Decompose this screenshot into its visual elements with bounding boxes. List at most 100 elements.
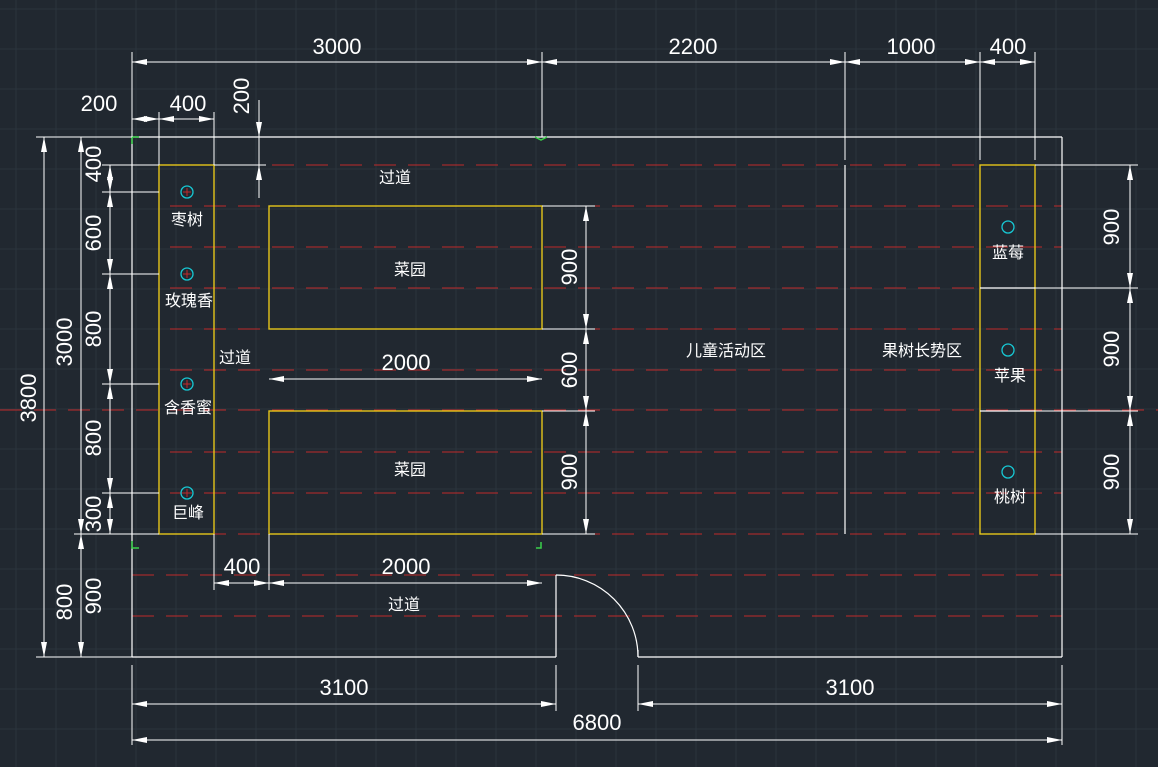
- dim-arrowhead: [269, 376, 284, 382]
- garden-label-2: 菜园: [394, 460, 426, 479]
- snap-marker: [536, 542, 542, 549]
- dim-arrowhead: [78, 137, 84, 152]
- dim-arrowhead: [256, 165, 262, 180]
- dim-arrowhead: [214, 580, 229, 586]
- dim-text: 400: [990, 34, 1027, 59]
- tree-label: 桃树: [994, 487, 1026, 506]
- dim-text: 400: [170, 91, 207, 116]
- dim-arrowhead: [965, 59, 980, 65]
- tree-label: 巨峰: [172, 503, 204, 522]
- tree-marker: [1001, 343, 1015, 357]
- tree-marker-crosses: [183, 188, 191, 497]
- dim-text: 800: [81, 420, 106, 457]
- dim-arrowhead: [1127, 519, 1133, 534]
- dim-arrowhead: [78, 642, 84, 657]
- dim-text: 300: [81, 496, 106, 533]
- passage-label-mid: 过道: [219, 348, 251, 367]
- dim-text: 900: [557, 454, 582, 491]
- dim-arrowhead: [107, 165, 113, 180]
- garden-label-1: 菜园: [394, 260, 426, 279]
- garden-bed-1: [268, 205, 543, 330]
- dim-arrowhead: [583, 206, 589, 221]
- dim-text: 900: [557, 249, 582, 286]
- dim-arrowhead: [1127, 273, 1133, 288]
- tree-marker-cross: [183, 489, 191, 497]
- area-labels: 过道 过道 过道 菜园 菜园 儿童活动区 果树长势区 枣树 玫瑰香 含香蜜 巨峰…: [164, 168, 1026, 614]
- dim-arrowhead: [78, 534, 84, 549]
- dim-arrowhead: [132, 737, 147, 743]
- tree-label: 苹果: [994, 366, 1026, 385]
- tree-marker-cross: [183, 380, 191, 388]
- snap-marker: [131, 541, 139, 549]
- tree-markers: [180, 185, 1015, 500]
- dim-arrowhead: [107, 259, 113, 274]
- dim-arrowhead: [159, 116, 174, 122]
- door-swing-arc: [555, 574, 639, 658]
- dim-arrowhead: [144, 116, 159, 122]
- dim-arrowhead: [107, 192, 113, 207]
- dim-arrowhead: [199, 116, 214, 122]
- dim-arrowhead: [542, 59, 557, 65]
- dim-arrowhead: [583, 329, 589, 344]
- dim-arrowhead: [583, 314, 589, 329]
- tree-label: 玫瑰香: [165, 291, 213, 310]
- tree-marker-cross: [183, 188, 191, 196]
- dim-text: 900: [81, 578, 106, 615]
- dim-text: 900: [1099, 209, 1124, 246]
- garden-bed-2: [268, 410, 543, 535]
- dim-text: 2000: [382, 554, 431, 579]
- dim-arrowhead: [107, 493, 113, 508]
- dim-text: 2200: [669, 34, 718, 59]
- dimension-texts: 3000 2200 1000 400 200 400 200 400 600 8…: [16, 34, 1124, 735]
- dim-arrowhead: [583, 411, 589, 426]
- dim-text: 200: [81, 91, 118, 116]
- tree-label: 枣树: [171, 210, 203, 229]
- tree-marker-cross: [183, 270, 191, 278]
- dim-arrowhead: [132, 701, 147, 707]
- orchard-area-label: 果树长势区: [882, 341, 962, 360]
- snap-marker: [534, 136, 548, 141]
- dim-arrowhead: [107, 177, 113, 192]
- right-tree-strip: [979, 164, 1036, 535]
- tree-marker: [180, 377, 194, 391]
- dim-arrowhead: [830, 59, 845, 65]
- dim-arrowhead: [638, 701, 653, 707]
- dim-arrowhead: [1047, 737, 1062, 743]
- dim-arrowhead: [107, 519, 113, 534]
- dim-arrowhead: [1047, 701, 1062, 707]
- dim-text: 3800: [16, 374, 41, 423]
- dim-text: 900: [1099, 331, 1124, 368]
- dim-arrowhead: [845, 59, 860, 65]
- tree-marker: [180, 185, 194, 199]
- dim-arrowhead: [254, 580, 269, 586]
- tree-marker: [1001, 220, 1015, 234]
- dim-text: 600: [557, 352, 582, 389]
- tree-marker: [180, 486, 194, 500]
- passage-label-bottom: 过道: [388, 595, 420, 614]
- dim-arrowhead: [41, 137, 47, 152]
- outline: [131, 136, 1063, 658]
- dim-text: 800: [52, 584, 77, 621]
- dim-text: 400: [81, 146, 106, 183]
- dim-arrowhead: [107, 274, 113, 289]
- dim-arrowhead: [1020, 59, 1035, 65]
- dim-arrowhead: [1127, 165, 1133, 180]
- dim-arrowhead: [269, 580, 284, 586]
- dim-arrowhead: [1127, 396, 1133, 411]
- tree-marker: [1001, 465, 1015, 479]
- dim-text: 400: [224, 554, 261, 579]
- dim-text: 800: [81, 311, 106, 348]
- dim-arrowhead: [1127, 411, 1133, 426]
- tree-label: 含香蜜: [164, 398, 212, 417]
- dim-arrowhead: [107, 384, 113, 399]
- dim-text: 6800: [573, 710, 622, 735]
- tree-label: 蓝莓: [992, 243, 1024, 262]
- dimension-lines: [36, 52, 1138, 745]
- dim-arrowhead: [41, 642, 47, 657]
- dim-text: 3000: [52, 318, 77, 367]
- dim-text: 2000: [382, 350, 431, 375]
- tree-marker: [180, 267, 194, 281]
- dim-text: 200: [229, 78, 254, 115]
